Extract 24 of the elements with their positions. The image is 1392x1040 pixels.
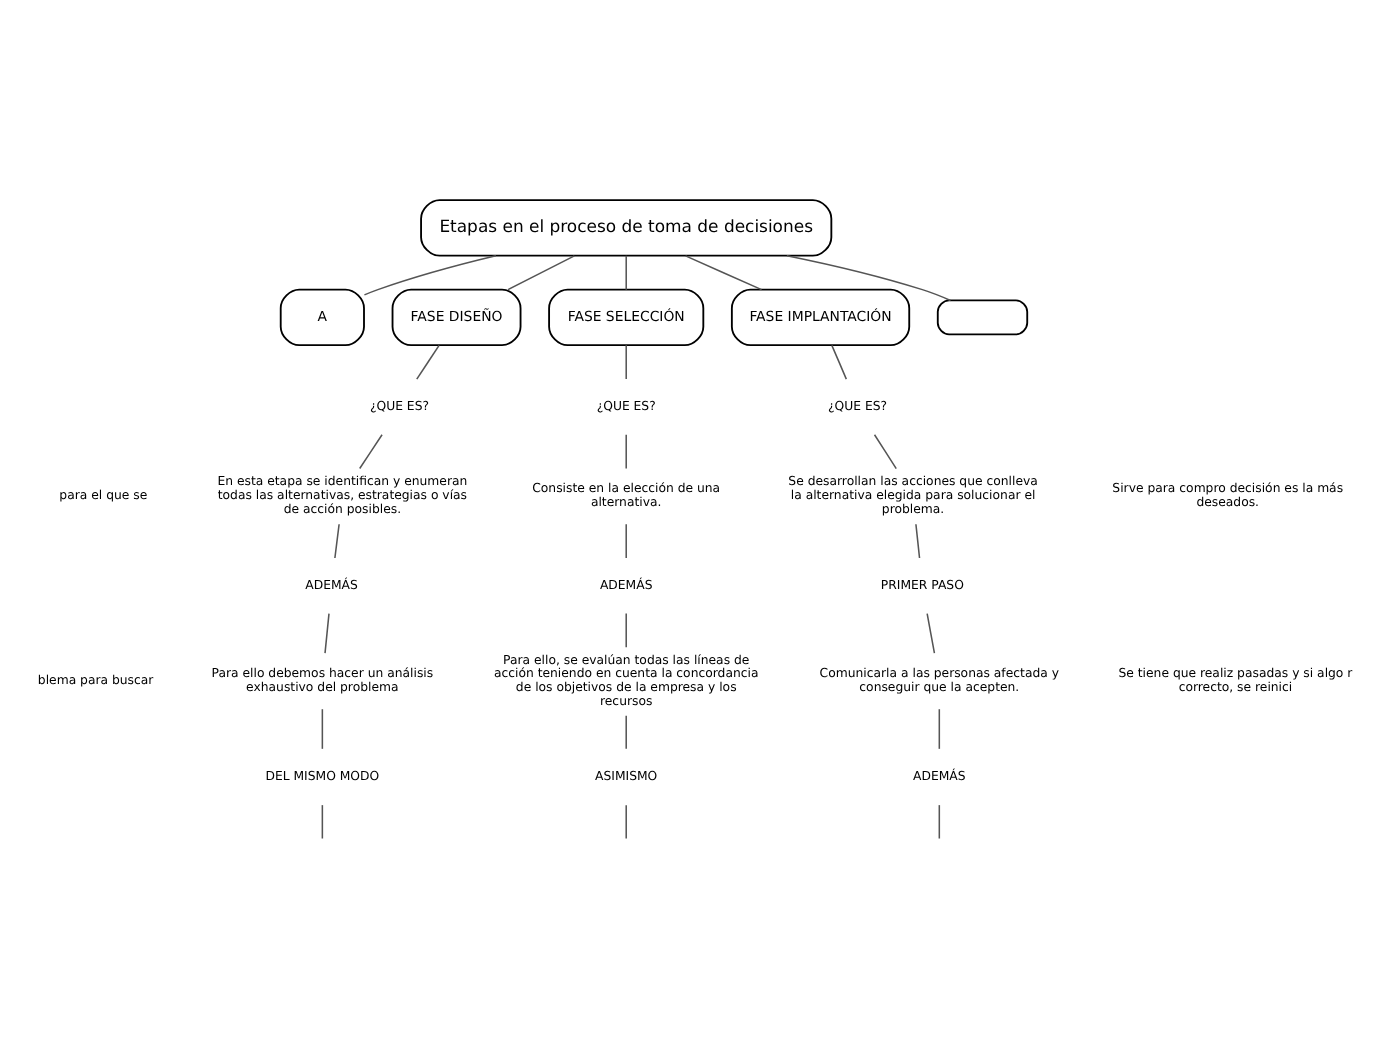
connector (786, 254, 952, 302)
connector (416, 344, 440, 380)
connector (625, 804, 627, 840)
connector (321, 804, 324, 840)
connector (625, 434, 627, 470)
connector (938, 804, 941, 840)
connector (625, 612, 627, 648)
node-box (936, 299, 1029, 336)
connector (915, 523, 921, 559)
connector (938, 708, 941, 750)
connector (684, 255, 763, 291)
connector (625, 255, 627, 291)
connector (334, 523, 340, 559)
connector (363, 255, 497, 296)
connector (625, 715, 627, 750)
connector (926, 612, 936, 654)
connector (625, 523, 627, 559)
connector (625, 344, 627, 380)
connector (358, 434, 383, 470)
connector (873, 434, 897, 470)
connector (324, 612, 330, 654)
connector (321, 708, 324, 750)
connector (831, 344, 848, 380)
node-box: Etapas en el proceso de toma de decisiones (420, 199, 833, 257)
